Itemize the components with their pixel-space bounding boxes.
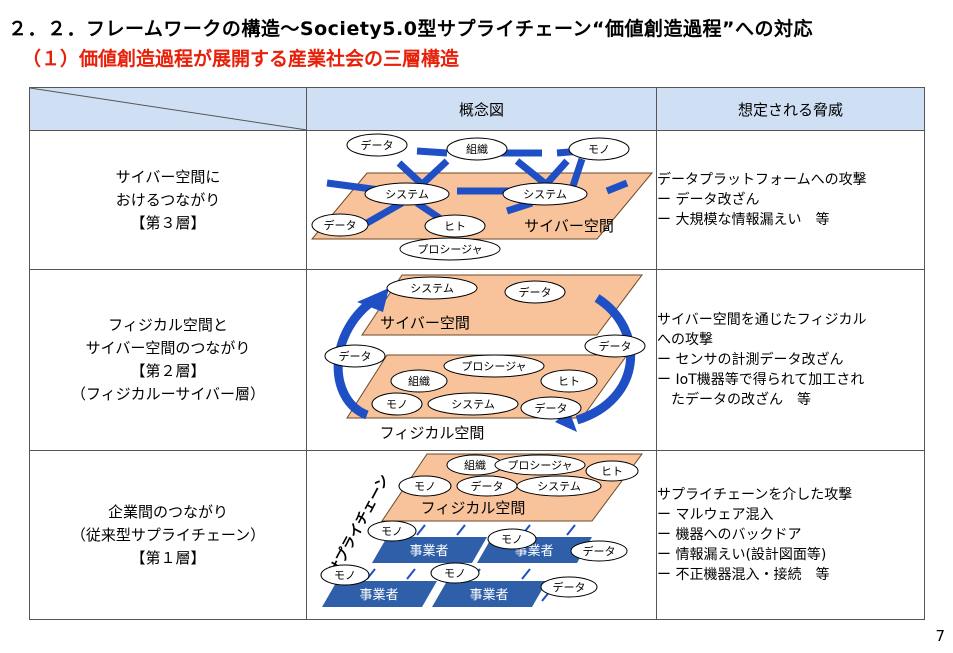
slide-subtitle: （１）価値創造過程が展開する産業社会の三層構造 <box>22 48 460 70</box>
business-label: 事業者 <box>359 587 398 603</box>
diagonal-line <box>30 88 307 130</box>
layer-text: 企業間のつながり <box>107 502 228 521</box>
node-label: システム <box>385 188 429 201</box>
business-block <box>322 581 437 607</box>
layer-text: おけるつながり <box>115 190 221 209</box>
node-ellipses: データ 組織 モノ システム システム データ ヒト プロシージャ <box>311 133 630 261</box>
table-row: フィジカル空間と サイバー空間のつながり 【第２層】 （フィジカルーサイバー層）… <box>29 269 925 451</box>
node-label: データ <box>361 138 394 152</box>
framework-table: 概念図 想定される脅威 サイバー空間に おけるつながり 【第３層】 <box>29 87 925 620</box>
loop-arrow-left-head <box>357 288 389 312</box>
node-label: ヒト <box>444 220 466 233</box>
layer-cell-3: サイバー空間に おけるつながり 【第３層】 <box>29 130 307 270</box>
node-label: システム <box>523 188 567 201</box>
slide-title: ２．２．フレームワークの構造～Society5.0型サプライチェーン“価値創造過… <box>8 18 813 40</box>
threat-text: サプライチェーンを介した攻撃 <box>657 487 853 503</box>
node-label: モノ <box>386 398 408 411</box>
threat-text: ー 大規模な情報漏えい 等 <box>657 212 830 228</box>
threat-text: ー 不正機器混入・接続 等 <box>657 567 830 583</box>
threat-text: サイバー空間を通じたフィジカル <box>657 312 867 328</box>
column-header-threat: 想定される脅威 <box>656 87 925 131</box>
threat-text: ー 機器へのバックドア <box>657 527 802 543</box>
node-label: ヒト <box>558 375 580 388</box>
table-header-row: 概念図 想定される脅威 <box>29 87 925 131</box>
node-label: モノ <box>588 143 610 156</box>
threat-text: ー センサの計測データ改ざん <box>657 352 844 368</box>
node-ellipses: 組織 プロシージャ ヒト モノ データ システム <box>398 454 639 497</box>
threat-cell-2: サイバー空間を通じたフィジカル への攻撃 ー センサの計測データ改ざん ー Io… <box>656 269 925 451</box>
node-ellipses: システム データ データ データ プロシージャ 組織 ヒト モノ <box>324 276 646 420</box>
node-label: モノ <box>414 480 436 493</box>
threat-text: たデータの改ざん 等 <box>671 392 811 408</box>
layer-cell-1: 企業間のつながり （従来型サプライチェーン） 【第１層】 <box>29 450 307 620</box>
layer-text: （従来型サプライチェーン） <box>70 525 266 544</box>
layer-text: サイバー空間に <box>115 167 221 186</box>
concept-diagram-2: システム データ データ データ プロシージャ 組織 ヒト モノ <box>306 269 657 451</box>
concept-diagram-1: 組織 プロシージャ ヒト モノ データ システム フィジカル空間 サプライチェー… <box>306 450 657 620</box>
node-label: モノ <box>334 569 356 582</box>
layer-text: 【第１層】 <box>130 548 206 567</box>
upper-plane-label: サイバー空間 <box>380 314 470 332</box>
node-label: ヒト <box>601 465 623 478</box>
node-label: データ <box>324 218 357 232</box>
threat-text: ー データ改ざん <box>657 192 760 208</box>
cyber-layer-diagram: データ 組織 モノ システム システム データ ヒト プロシージャ サイ <box>310 133 654 261</box>
node-label: システム <box>410 282 454 295</box>
node-label: データ <box>535 401 568 415</box>
layer-text: （フィジカルーサイバー層） <box>70 385 266 403</box>
business-block <box>432 581 547 607</box>
node-label: データ <box>583 544 616 558</box>
layer-text: フィジカル空間と <box>108 316 228 334</box>
threat-cell-3: データプラットフォームへの攻撃 ー データ改ざん ー 大規模な情報漏えい 等 <box>656 130 925 270</box>
node-label: モノ <box>501 533 523 546</box>
threat-text: ー マルウェア混入 <box>657 507 774 523</box>
threat-text: データプラットフォームへの攻撃 <box>657 172 867 188</box>
layer-text: 【第３層】 <box>130 213 206 232</box>
threat-text: ー IoT機器等で得られて加工され <box>657 372 865 388</box>
column-header-concept: 概念図 <box>306 87 657 131</box>
threat-cell-1: サプライチェーンを介した攻撃 ー マルウェア混入 ー 機器へのバックドア ー 情… <box>656 450 925 620</box>
corner-cell <box>29 87 307 131</box>
node-label: モノ <box>381 525 403 538</box>
node-label: データ <box>519 285 552 299</box>
node-label: モノ <box>444 567 466 580</box>
node-label: 組織 <box>466 143 488 156</box>
concept-diagram-3: データ 組織 モノ システム システム データ ヒト プロシージャ サイ <box>306 130 657 270</box>
layer-cell-2: フィジカル空間と サイバー空間のつながり 【第２層】 （フィジカルーサイバー層） <box>29 269 307 451</box>
business-label: 事業者 <box>409 543 448 559</box>
threat-text: への攻撃 <box>657 332 713 348</box>
physical-cyber-diagram: システム データ データ データ プロシージャ 組織 ヒト モノ <box>324 274 646 442</box>
node-label: プロシージャ <box>507 459 572 472</box>
table-row: 企業間のつながり （従来型サプライチェーン） 【第１層】 組織 プロシージャ ヒ… <box>29 450 925 620</box>
plane-label: サイバー空間 <box>524 217 614 235</box>
threat-text: ー 情報漏えい(設計図面等) <box>657 547 827 563</box>
node-label: データ <box>599 339 632 353</box>
page-number: 7 <box>935 627 945 645</box>
layer-text: 【第２層】 <box>130 362 206 380</box>
node-label: システム <box>451 398 495 411</box>
node-label: プロシージャ <box>461 360 526 373</box>
node-label: 組織 <box>408 375 430 388</box>
small-node-ellipses: モノ モノ データ モノ モノ データ <box>320 520 628 598</box>
loop-arrow-right-head <box>555 410 577 432</box>
node-label: プロシージャ <box>417 243 482 256</box>
business-block <box>372 537 487 563</box>
node-label: データ <box>471 479 504 493</box>
node-label: 組織 <box>464 459 486 472</box>
node-label: データ <box>339 349 372 363</box>
supply-chain-diagram: 組織 プロシージャ ヒト モノ データ システム フィジカル空間 サプライチェー… <box>320 453 643 607</box>
layer-text: サイバー空間のつながり <box>85 339 251 357</box>
lower-plane-label: フィジカル空間 <box>380 424 485 442</box>
node-label: データ <box>553 580 586 594</box>
plane-label: フィジカル空間 <box>421 499 526 517</box>
table-row: サイバー空間に おけるつながり 【第３層】 <box>29 130 925 270</box>
loop-arrow-right <box>575 294 636 425</box>
node-label: システム <box>537 480 581 493</box>
business-label: 事業者 <box>469 587 508 603</box>
